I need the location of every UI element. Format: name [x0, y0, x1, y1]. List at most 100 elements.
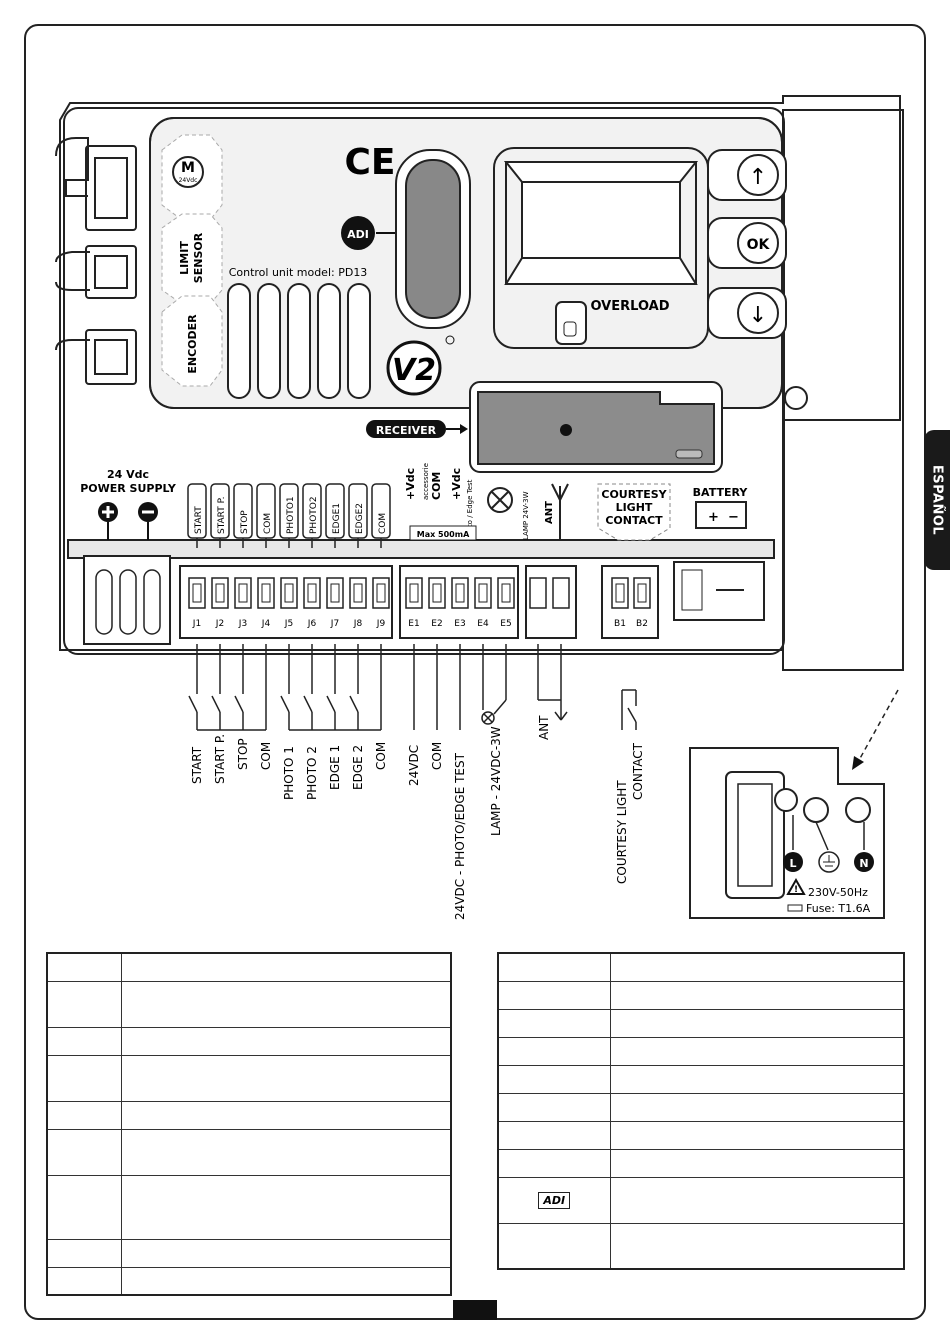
- warning-icon: [786, 877, 806, 895]
- input-label: PHOTO1: [286, 496, 296, 534]
- svg-text:ANT: ANT: [544, 501, 555, 524]
- limit-label-1: LIMIT: [178, 241, 191, 275]
- wiring-label-com2: COM: [374, 742, 388, 770]
- wiring-label-photo2: PHOTO 2: [305, 746, 319, 800]
- motor-icon: [172, 156, 204, 188]
- svg-text:+Vdc: +Vdc: [450, 468, 463, 500]
- terminal-label: B2: [636, 619, 648, 629]
- svg-text:L: L: [789, 857, 796, 870]
- battery-icon: BATTERY + −: [693, 486, 749, 529]
- svg-text:!: !: [794, 885, 798, 895]
- svg-text:BATTERY: BATTERY: [693, 486, 749, 499]
- language-tab[interactable]: ESPAÑOL: [924, 430, 950, 570]
- terminal-label: E4: [477, 619, 489, 629]
- power-terminal: [143, 569, 161, 635]
- overload-label: OVERLOAD: [590, 299, 669, 314]
- terminal-screw: [451, 577, 469, 609]
- terminal-label: J1: [192, 619, 201, 629]
- accessory-labels: +Vdc accessorie COM +Vdc Photo / Edge Te…: [404, 463, 477, 541]
- v2-logo: V2: [386, 335, 455, 396]
- terminal-label: J6: [307, 619, 317, 629]
- receiver-module: [469, 381, 723, 473]
- terminal-screw: [552, 577, 570, 609]
- wiring-label-vdc24: 24VDC: [407, 745, 421, 786]
- mains-detail: L N ! 230V-50Hz Fuse: T1.6A: [689, 689, 899, 919]
- svg-text:Photo / Edge Test: Photo / Edge Test: [466, 479, 474, 540]
- adi-icon: ADI: [538, 1191, 571, 1209]
- input-label: COM: [263, 513, 273, 534]
- wiring-label-start-p: START P.: [213, 734, 227, 784]
- terminal-label: B1: [614, 619, 626, 629]
- input-label: STOP: [240, 510, 250, 534]
- page-number-tab: [453, 1300, 497, 1320]
- svg-text:RECEIVER: RECEIVER: [376, 424, 437, 437]
- terminal-label: E3: [454, 619, 465, 629]
- terminal-screw: [303, 577, 321, 609]
- terminal-screw: [234, 577, 252, 609]
- input-label: START P.: [217, 496, 227, 534]
- terminal-label: J5: [284, 619, 293, 629]
- svg-text:+: +: [708, 510, 719, 525]
- wiring-label-start: START: [190, 746, 204, 784]
- terminal-screw: [257, 577, 275, 609]
- overload-led: [555, 301, 587, 345]
- terminal-screw: [428, 577, 446, 609]
- svg-text:accessorie: accessorie: [422, 463, 430, 500]
- terminal-screw: [633, 577, 651, 609]
- fuse-icon: [787, 904, 803, 912]
- screw-icon: [784, 386, 808, 410]
- terminal-screw: [211, 577, 229, 609]
- terminal-screw: [372, 577, 390, 609]
- line-terminal-icon: [783, 852, 803, 872]
- side-labels: M 24Vdc LIMIT SENSOR ENCODER: [161, 134, 223, 387]
- terminal-label: J9: [376, 619, 386, 629]
- vent-slots: [227, 283, 371, 399]
- svg-text:↑: ↑: [749, 165, 767, 190]
- terminal-label: E2: [431, 619, 442, 629]
- receiver-arrow: RECEIVER: [366, 420, 468, 438]
- minus-icon: [138, 502, 158, 540]
- terminal-screw: [280, 577, 298, 609]
- input-label: START: [194, 506, 204, 534]
- wiring-label-edge2: EDGE 2: [351, 745, 365, 790]
- motor-spec: 24Vdc: [179, 177, 198, 184]
- input-label: EDGE1: [332, 503, 342, 534]
- terminal-label: J2: [215, 619, 224, 629]
- terminal-label: E1: [408, 619, 419, 629]
- terminal-screw: [529, 577, 547, 609]
- terminal-label: E5: [500, 619, 511, 629]
- terminal-screw: [349, 577, 367, 609]
- terminal-screw: [497, 577, 515, 609]
- limit-label-2: SENSOR: [192, 232, 205, 283]
- svg-text:LAMP 24V-3W: LAMP 24V-3W: [522, 491, 530, 540]
- legend-table-right: ADI: [497, 952, 905, 1270]
- up-button[interactable]: ↑: [707, 149, 787, 201]
- adi-slot: [395, 149, 471, 329]
- terminal-screw: [326, 577, 344, 609]
- terminal-label: J8: [353, 619, 363, 629]
- neutral-terminal-icon: [854, 852, 874, 872]
- left-connectors: [55, 137, 137, 385]
- display: [493, 147, 709, 349]
- down-button[interactable]: ↓: [707, 287, 787, 339]
- encoder-label: ENCODER: [186, 314, 199, 374]
- input-label: EDGE2: [355, 503, 365, 534]
- svg-text:Max 500mA: Max 500mA: [417, 530, 470, 539]
- ok-button[interactable]: OK: [707, 217, 787, 269]
- svg-text:CONTACT: CONTACT: [605, 514, 663, 527]
- lamp-icon: LAMP 24V-3W: [487, 487, 530, 540]
- wiring-label-stop: STOP: [236, 738, 250, 770]
- motor-letter: M: [181, 160, 195, 176]
- wiring-label-lamp: LAMP - 24VDC-3W: [489, 726, 503, 836]
- svg-text:N: N: [859, 857, 868, 870]
- power-supply-label-1: 24 Vdc: [107, 468, 149, 481]
- mains-voltage: 230V-50Hz: [808, 886, 868, 899]
- svg-text:COURTESY: COURTESY: [601, 488, 667, 501]
- wiring-label-courtesy-2: CONTACT: [631, 742, 645, 800]
- svg-text:COM: COM: [430, 472, 443, 500]
- power-supply-label-2: POWER SUPPLY: [80, 482, 177, 495]
- wiring-label-ant: ANT: [537, 715, 551, 740]
